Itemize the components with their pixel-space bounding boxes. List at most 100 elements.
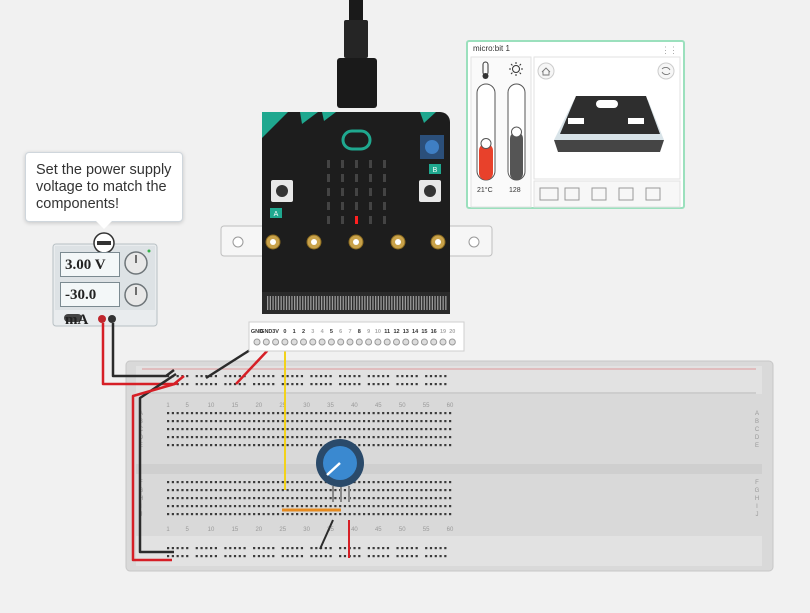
led (341, 174, 344, 182)
led (341, 202, 344, 210)
led (327, 202, 330, 210)
button-a-label: A (274, 211, 279, 218)
pin-socket[interactable] (393, 338, 400, 346)
pin-socket[interactable] (346, 338, 354, 346)
pin-label: 16 (431, 329, 437, 335)
pin-socket[interactable] (318, 338, 326, 346)
pin-socket[interactable] (300, 338, 307, 346)
pin-socket[interactable] (327, 338, 335, 346)
column-number: 10 (208, 527, 215, 533)
pin-socket[interactable] (290, 338, 298, 346)
pin-socket[interactable] (430, 338, 438, 346)
column-number: 5 (185, 527, 189, 533)
column-number: 45 (375, 527, 382, 533)
column-number: 25 (279, 403, 286, 409)
column-number: 30 (303, 403, 310, 409)
pin-socket[interactable] (448, 338, 456, 346)
led (327, 188, 330, 196)
sun-icon (509, 62, 523, 76)
pin-label: 14 (412, 329, 419, 335)
column-number: 20 (255, 527, 262, 533)
wires[interactable] (101, 323, 350, 562)
row-letter: D (755, 435, 760, 441)
row-letter: C (755, 427, 760, 433)
pin-label: 20 (449, 329, 455, 335)
led (369, 216, 372, 224)
potentiometer[interactable] (316, 439, 364, 487)
pin-label: GND (260, 329, 272, 335)
gesture-tilt-right-icon[interactable] (591, 187, 607, 201)
microbit-sensor-panel[interactable]: micro:bit 1 ⋮⋮ (466, 40, 685, 209)
gesture-face-down-icon[interactable] (645, 187, 661, 201)
pin-label: 5 (330, 329, 333, 335)
pin-socket[interactable] (365, 338, 373, 346)
home-icon[interactable] (537, 62, 555, 80)
pin-socket[interactable] (272, 338, 280, 346)
pin-label: 10 (375, 329, 381, 335)
row-letter: B (755, 419, 759, 425)
column-number: 25 (279, 527, 286, 533)
negative-terminal[interactable] (108, 315, 116, 323)
column-number: 1 (166, 527, 170, 533)
drag-handle-icon[interactable]: ⋮⋮ (661, 45, 678, 55)
pin-label: 2 (302, 329, 305, 335)
pin-label: GND (251, 329, 263, 335)
pin-socket[interactable] (383, 338, 391, 346)
current-readout[interactable]: -30.0 mA (60, 282, 120, 328)
pin-socket[interactable] (309, 338, 317, 346)
column-number: 10 (208, 403, 215, 409)
led (383, 160, 386, 168)
gesture-tilt-left-icon[interactable] (564, 187, 580, 201)
pin-label: 19 (440, 329, 446, 335)
pin-label: 12 (393, 329, 399, 335)
pin-socket[interactable] (420, 338, 428, 346)
column-number: 35 (327, 403, 334, 409)
positive-terminal[interactable] (98, 315, 106, 323)
pin-socket[interactable] (374, 338, 382, 346)
column-number: 60 (447, 403, 454, 409)
pin-label: 0 (283, 329, 286, 335)
led (369, 174, 372, 182)
column-number: 55 (423, 403, 430, 409)
pin-label: 11 (384, 329, 390, 335)
pin-socket[interactable] (253, 338, 261, 346)
hint-tooltip: Set the power supply voltage to match th… (25, 152, 183, 229)
pin-label: 3 (311, 329, 314, 335)
column-number: 15 (232, 403, 239, 409)
voltage-readout[interactable]: 3.00 V (60, 252, 120, 277)
pin-label: 13 (403, 329, 409, 335)
pin-socket[interactable] (439, 338, 447, 346)
pin-socket[interactable] (402, 338, 410, 346)
led (341, 188, 344, 196)
row-letter: C (139, 427, 144, 433)
led (383, 188, 386, 196)
led-lit (355, 216, 358, 224)
column-number: 50 (399, 403, 406, 409)
rotate-view-icon[interactable] (657, 62, 675, 80)
panel-title: micro:bit 1 (473, 44, 510, 53)
led (369, 160, 372, 168)
led (327, 174, 330, 182)
pin-label: 6 (339, 329, 342, 335)
pin-socket[interactable] (411, 338, 419, 346)
temperature-slider[interactable] (476, 83, 496, 181)
pin-label: 8 (358, 329, 361, 335)
column-number: 55 (423, 527, 430, 533)
gesture-face-up-icon[interactable] (618, 187, 634, 201)
row-letter: G (755, 488, 760, 494)
led (355, 174, 358, 182)
led (355, 160, 358, 168)
gesture-shake-icon[interactable] (539, 187, 559, 201)
light-slider[interactable] (507, 83, 526, 181)
pin-socket[interactable] (355, 338, 363, 346)
pin-socket[interactable] (262, 338, 270, 346)
led (327, 216, 330, 224)
pin-socket[interactable] (337, 338, 345, 346)
microbit-3d-preview[interactable] (554, 96, 664, 152)
pin-socket[interactable] (281, 338, 289, 346)
hint-text: Set the power supply voltage to match th… (36, 162, 172, 212)
power-switch[interactable] (64, 314, 82, 322)
